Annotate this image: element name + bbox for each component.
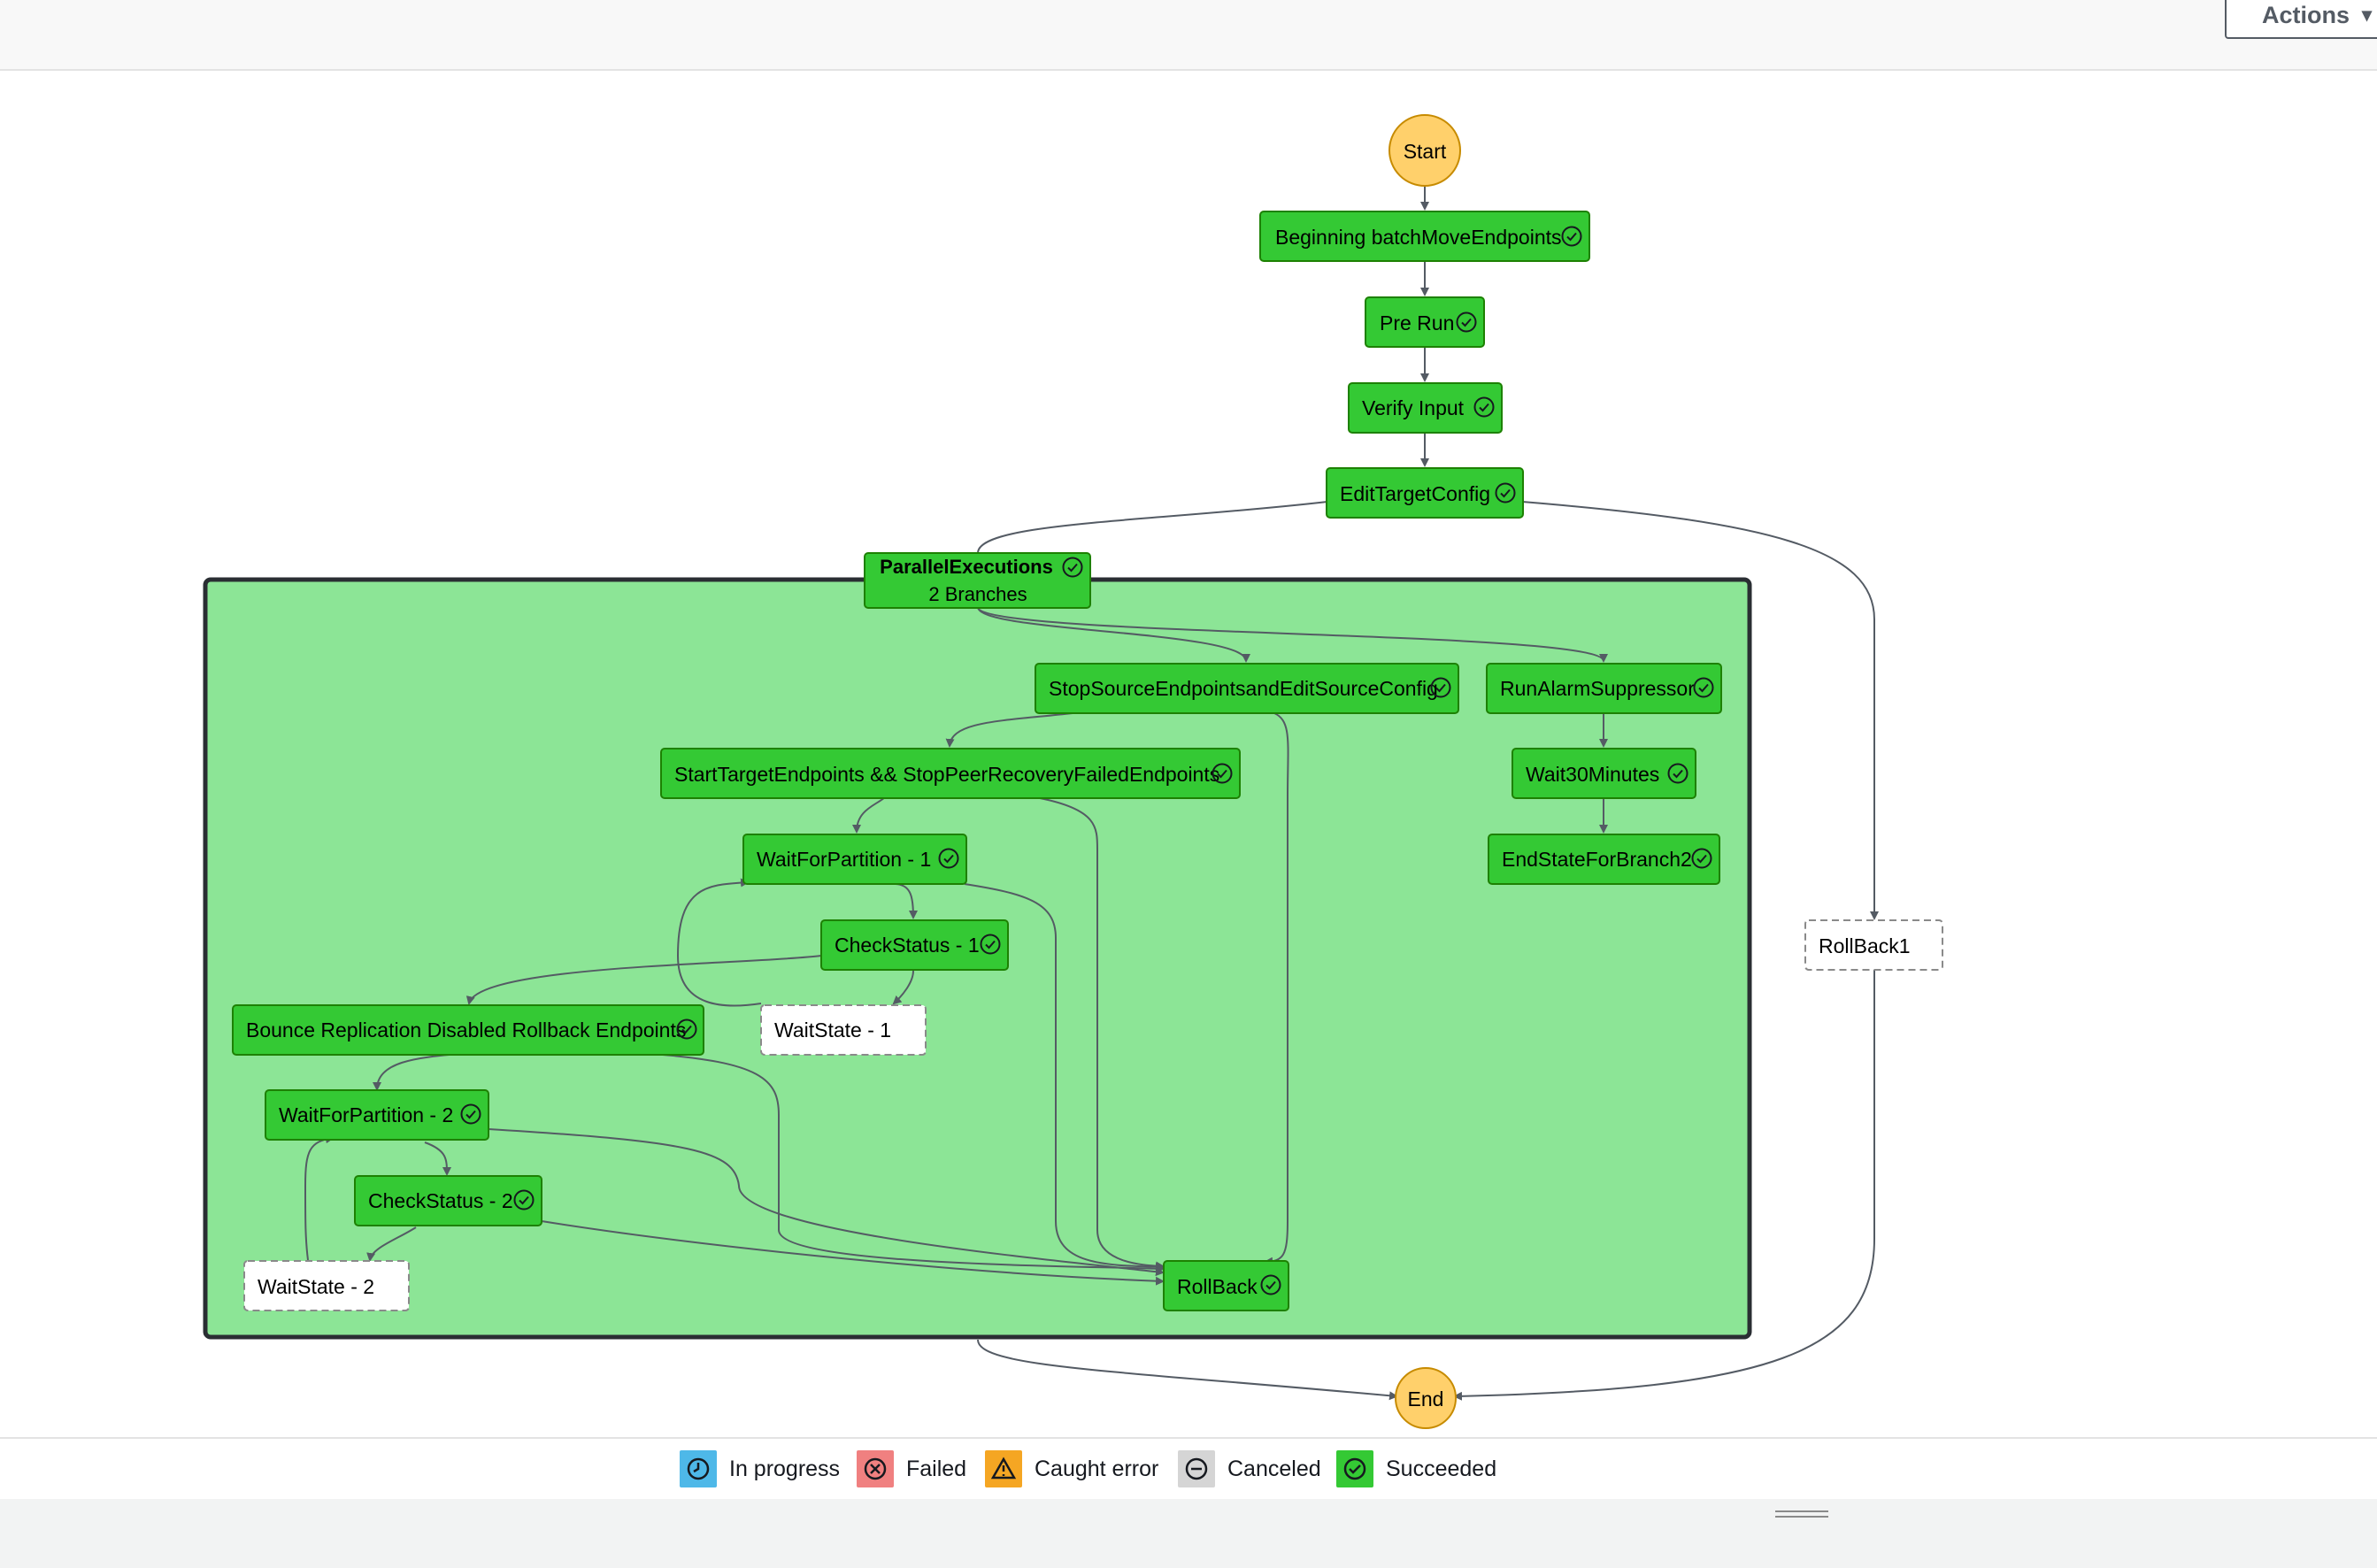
- state-check-status-2[interactable]: CheckStatus - 2: [354, 1175, 542, 1226]
- legend-label: Caught error: [1035, 1456, 1159, 1481]
- state-label: Beginning batchMoveEndpoints: [1275, 226, 1562, 249]
- state-label: EndStateForBranch2: [1502, 848, 1692, 871]
- state-pre-run[interactable]: Pre Run: [1365, 296, 1485, 348]
- state-end-state-for-branch-2[interactable]: EndStateForBranch2: [1488, 834, 1720, 885]
- state-bounce-replication[interactable]: Bounce Replication Disabled Rollback End…: [232, 1004, 704, 1056]
- warning-icon: [985, 1450, 1022, 1487]
- state-verify-input[interactable]: Verify Input: [1348, 382, 1503, 434]
- state-label: StartTargetEndpoints && StopPeerRecovery…: [674, 763, 1219, 786]
- legend-item-caught-error: Caught error: [985, 1450, 1158, 1487]
- check-circle-icon: [1336, 1450, 1373, 1487]
- state-label: EditTargetConfig: [1340, 482, 1490, 505]
- legend-item-succeeded: Succeeded: [1336, 1450, 1496, 1487]
- end-label: End: [1408, 1387, 1444, 1410]
- state-label: RollBack1: [1819, 934, 1911, 957]
- state-label: RollBack: [1177, 1275, 1258, 1298]
- state-wait-state-2[interactable]: WaitState - 2: [243, 1260, 410, 1311]
- state-wait-state-1[interactable]: WaitState - 1: [760, 1004, 927, 1056]
- bottom-panel: [0, 1499, 2377, 1568]
- state-label: WaitForPartition - 2: [279, 1103, 453, 1126]
- state-label: StopSourceEndpointsandEditSourceConfig: [1049, 677, 1438, 700]
- actions-button[interactable]: Actions ▾: [2225, 0, 2377, 39]
- state-check-status-1[interactable]: CheckStatus - 1: [820, 919, 1009, 971]
- state-label: Bounce Replication Disabled Rollback End…: [246, 1018, 686, 1041]
- chevron-down-icon: ▾: [2362, 4, 2373, 26]
- state-stop-source-endpoints[interactable]: StopSourceEndpointsandEditSourceConfig: [1035, 663, 1459, 714]
- legend-label: Failed: [906, 1456, 967, 1481]
- state-parallel-executions[interactable]: ParallelExecutions 2 Branches: [864, 552, 1091, 609]
- x-circle-icon: [857, 1450, 894, 1487]
- state-run-alarm-suppressor[interactable]: RunAlarmSuppressor: [1486, 663, 1722, 714]
- state-title: ParallelExecutions: [880, 556, 1053, 578]
- state-label: RunAlarmSuppressor: [1500, 677, 1695, 700]
- actions-label: Actions: [2262, 1, 2350, 28]
- edges: [304, 187, 1879, 1401]
- legend-label: Canceled: [1227, 1456, 1321, 1481]
- end-node[interactable]: End: [1395, 1367, 1457, 1429]
- state-wait-30-minutes[interactable]: Wait30Minutes: [1512, 748, 1696, 799]
- state-label: CheckStatus - 1: [835, 934, 980, 957]
- state-subtitle: 2 Branches: [928, 583, 1027, 605]
- state-edit-target-config[interactable]: EditTargetConfig: [1326, 467, 1524, 519]
- clock-icon: [680, 1450, 717, 1487]
- legend-label: Succeeded: [1386, 1456, 1497, 1481]
- legend-item-in-progress: In progress: [680, 1450, 840, 1487]
- state-beginning-batch-move-endpoints[interactable]: Beginning batchMoveEndpoints: [1259, 211, 1590, 262]
- state-label: WaitState - 2: [258, 1275, 374, 1298]
- legend-label: In progress: [729, 1456, 841, 1481]
- state-label: WaitForPartition - 1: [757, 848, 931, 871]
- state-label: CheckStatus - 2: [368, 1189, 513, 1212]
- state-wait-for-partition-2[interactable]: WaitForPartition - 2: [265, 1089, 489, 1141]
- start-label: Start: [1404, 140, 1447, 163]
- status-legend: In progress Failed Caught error Canceled…: [0, 1437, 2377, 1501]
- start-node[interactable]: Start: [1389, 114, 1461, 187]
- state-label: Verify Input: [1362, 396, 1465, 419]
- legend-item-failed: Failed: [857, 1450, 966, 1487]
- state-label: Pre Run: [1380, 311, 1454, 334]
- legend-item-canceled: Canceled: [1178, 1450, 1321, 1487]
- resize-handle-icon[interactable]: [1775, 1510, 1828, 1518]
- state-label: WaitState - 1: [774, 1018, 891, 1041]
- minus-circle-icon: [1178, 1450, 1215, 1487]
- state-label: Wait30Minutes: [1526, 763, 1659, 786]
- top-toolbar: Actions ▾: [0, 0, 2377, 71]
- state-wait-for-partition-1[interactable]: WaitForPartition - 1: [742, 834, 967, 885]
- state-rollback1[interactable]: RollBack1: [1804, 919, 1943, 971]
- state-start-target-endpoints[interactable]: StartTargetEndpoints && StopPeerRecovery…: [660, 748, 1241, 799]
- state-rollback[interactable]: RollBack: [1163, 1260, 1289, 1311]
